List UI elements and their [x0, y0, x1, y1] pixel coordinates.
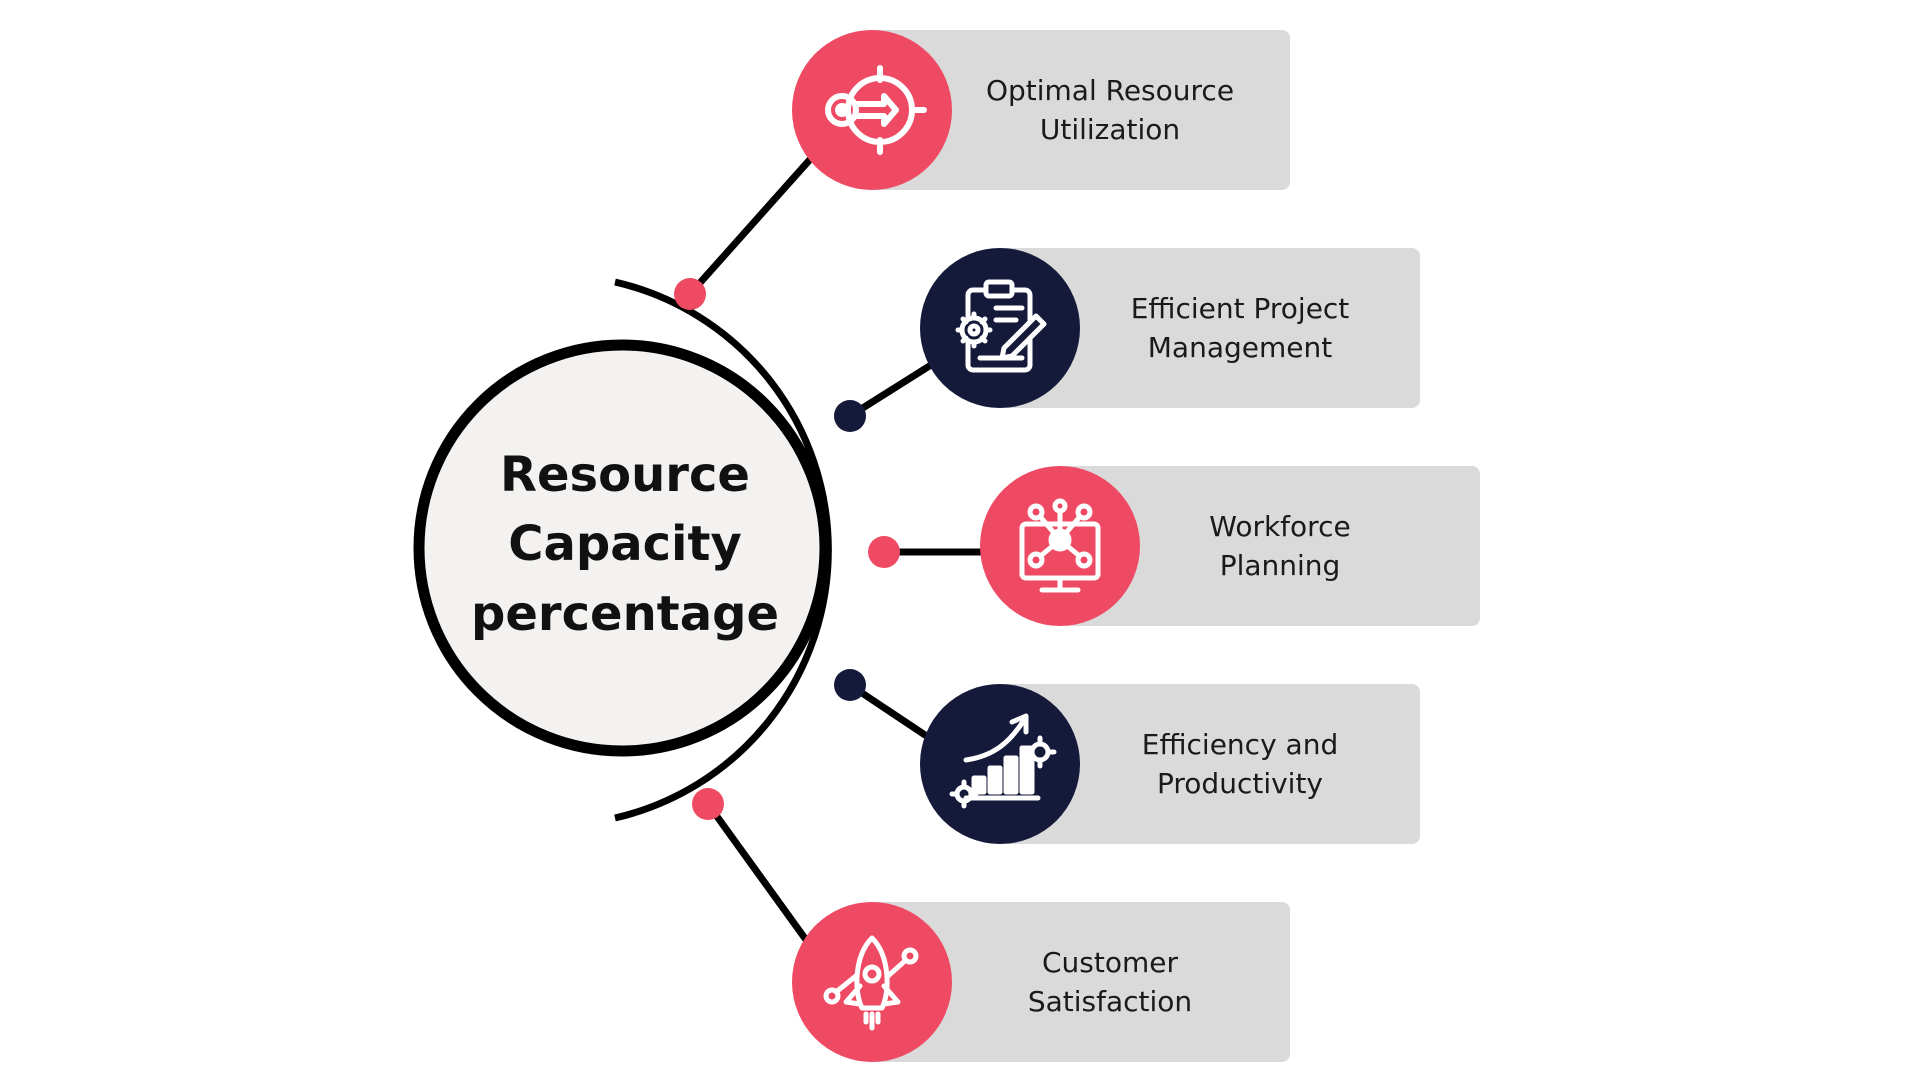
card-optimal-resource-utilization: [870, 30, 1290, 190]
joint-dot-3: [868, 536, 900, 568]
card-efficiency-and-productivity: [1000, 684, 1420, 844]
joint-dot-4: [834, 669, 866, 701]
label-workforce-planning: Workforce Planning: [1209, 509, 1351, 582]
network-monitor-icon: [1019, 498, 1101, 593]
joint-dot-1: [674, 278, 706, 310]
connector-5: [705, 801, 825, 965]
hub-circle: [413, 339, 831, 757]
label-customer-satisfaction: Customer Satisfaction: [1027, 945, 1193, 1018]
connector-1: [687, 143, 825, 297]
icon-circle-4: [920, 684, 1080, 844]
growth-chart-gear-icon: [949, 713, 1057, 809]
icon-circle-1: [792, 30, 952, 190]
icon-circle-2: [920, 248, 1080, 408]
label-efficient-project-management: Efficient Project Management: [1130, 291, 1350, 364]
joint-dot-2: [834, 400, 866, 432]
hub-title: Resource Capacity percentage: [470, 446, 779, 642]
target-key-icon: [825, 65, 927, 155]
label-efficiency-and-productivity: Efficiency and Productivity: [1141, 727, 1339, 800]
card-customer-satisfaction: [870, 902, 1290, 1062]
joint-dot-5: [692, 788, 724, 820]
label-optimal-resource-utilization: Optimal Resource Utilization: [985, 73, 1235, 146]
rocket-icon: [823, 935, 919, 1031]
card-efficient-project-management: [1000, 248, 1420, 408]
card-workforce-planning: [1060, 466, 1480, 626]
clipboard-gear-icon: [955, 279, 1047, 373]
